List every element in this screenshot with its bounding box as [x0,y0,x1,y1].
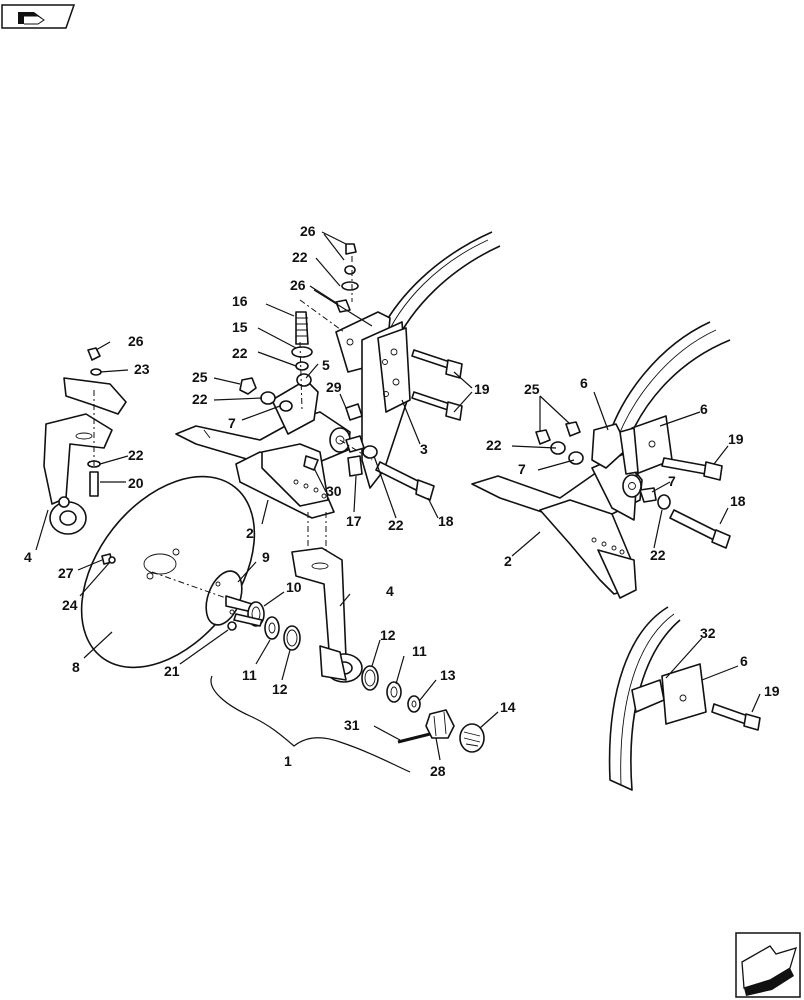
callout-15: 15 [232,319,248,335]
callout-11-b: 11 [412,643,427,659]
dust-cap-14 [459,723,485,753]
callout-9: 9 [262,549,270,565]
hub-9 [205,570,253,631]
callout-16: 16 [232,293,248,309]
callout-7-right-b: 7 [668,473,676,489]
callout-25-right: 25 [524,381,540,397]
clamp-plate-3 [335,311,411,489]
callout-2-center: 2 [246,525,254,541]
callout-12-a: 12 [272,681,288,697]
callout-12-b: 12 [380,627,396,643]
washer-13 [407,695,421,713]
callout-28: 28 [430,763,446,779]
bolts [233,349,761,731]
bracket-32-lower-right [631,663,707,725]
callout-30: 30 [326,483,342,499]
callout-26-mid: 26 [290,277,306,293]
leader-lines [35,231,761,761]
callout-1: 1 [284,753,292,769]
cotter-pin-31 [397,732,431,744]
callout-4-center: 4 [386,583,394,599]
callout-labels: 26 22 26 16 15 22 5 25 22 7 29 19 3 26 2… [24,223,780,779]
callout-7-right-a: 7 [518,461,526,477]
callout-19-center: 19 [474,381,490,397]
callout-8: 8 [72,659,80,675]
castle-nut-28 [425,709,455,739]
callout-22-left: 22 [128,447,144,463]
callout-11-a: 11 [242,667,257,683]
callout-6-a: 6 [580,375,588,391]
standoff-bracket-4-center [291,547,363,683]
callout-21: 21 [164,663,180,679]
callout-22-b: 22 [192,391,208,407]
callout-3: 3 [420,441,428,457]
hardware-right [535,421,671,510]
callout-26-left: 26 [128,333,144,349]
callout-6-b: 6 [700,401,708,417]
bracket-6-right [619,415,673,475]
callout-6-lower: 6 [740,653,748,669]
callout-5: 5 [322,357,330,373]
callout-18-center: 18 [438,513,454,529]
callout-18-right: 18 [730,493,746,509]
assembly-brace-1 [210,675,411,773]
callout-2-right: 2 [504,553,512,569]
bearing-cone-11 [264,616,280,640]
callout-27: 27 [58,565,74,581]
callout-13: 13 [440,667,456,683]
callout-7-left: 7 [228,415,236,431]
callout-32: 32 [700,625,716,641]
callout-29: 29 [326,379,342,395]
callout-20: 20 [128,475,144,491]
callout-22-top: 22 [292,249,308,265]
callout-17: 17 [346,513,362,529]
callout-22-right-b: 22 [650,547,666,563]
cup-12-b [361,665,379,691]
callout-10: 10 [286,579,302,595]
callout-24: 24 [62,597,78,613]
callout-26-top: 26 [300,223,316,239]
callout-22-a: 22 [232,345,248,361]
callout-14: 14 [500,699,516,715]
alignment-lines [93,256,373,599]
bearing-cone-11-b [386,681,402,703]
callout-31: 31 [344,717,360,733]
callout-19-right: 19 [728,431,744,447]
callout-25-left: 25 [192,369,208,385]
curved-shank-lower-right [608,606,681,791]
callout-4-left: 4 [24,549,32,565]
hardware-left [87,347,116,565]
callout-22-right: 22 [486,437,502,453]
callout-22-c: 22 [388,517,404,533]
callout-19-lower: 19 [764,683,780,699]
cup-12 [283,625,301,651]
forward-arrow-icon[interactable] [735,932,801,998]
standoff-bracket-4-left [43,377,127,535]
back-arrow-icon[interactable] [1,4,76,29]
callout-23: 23 [134,361,150,377]
